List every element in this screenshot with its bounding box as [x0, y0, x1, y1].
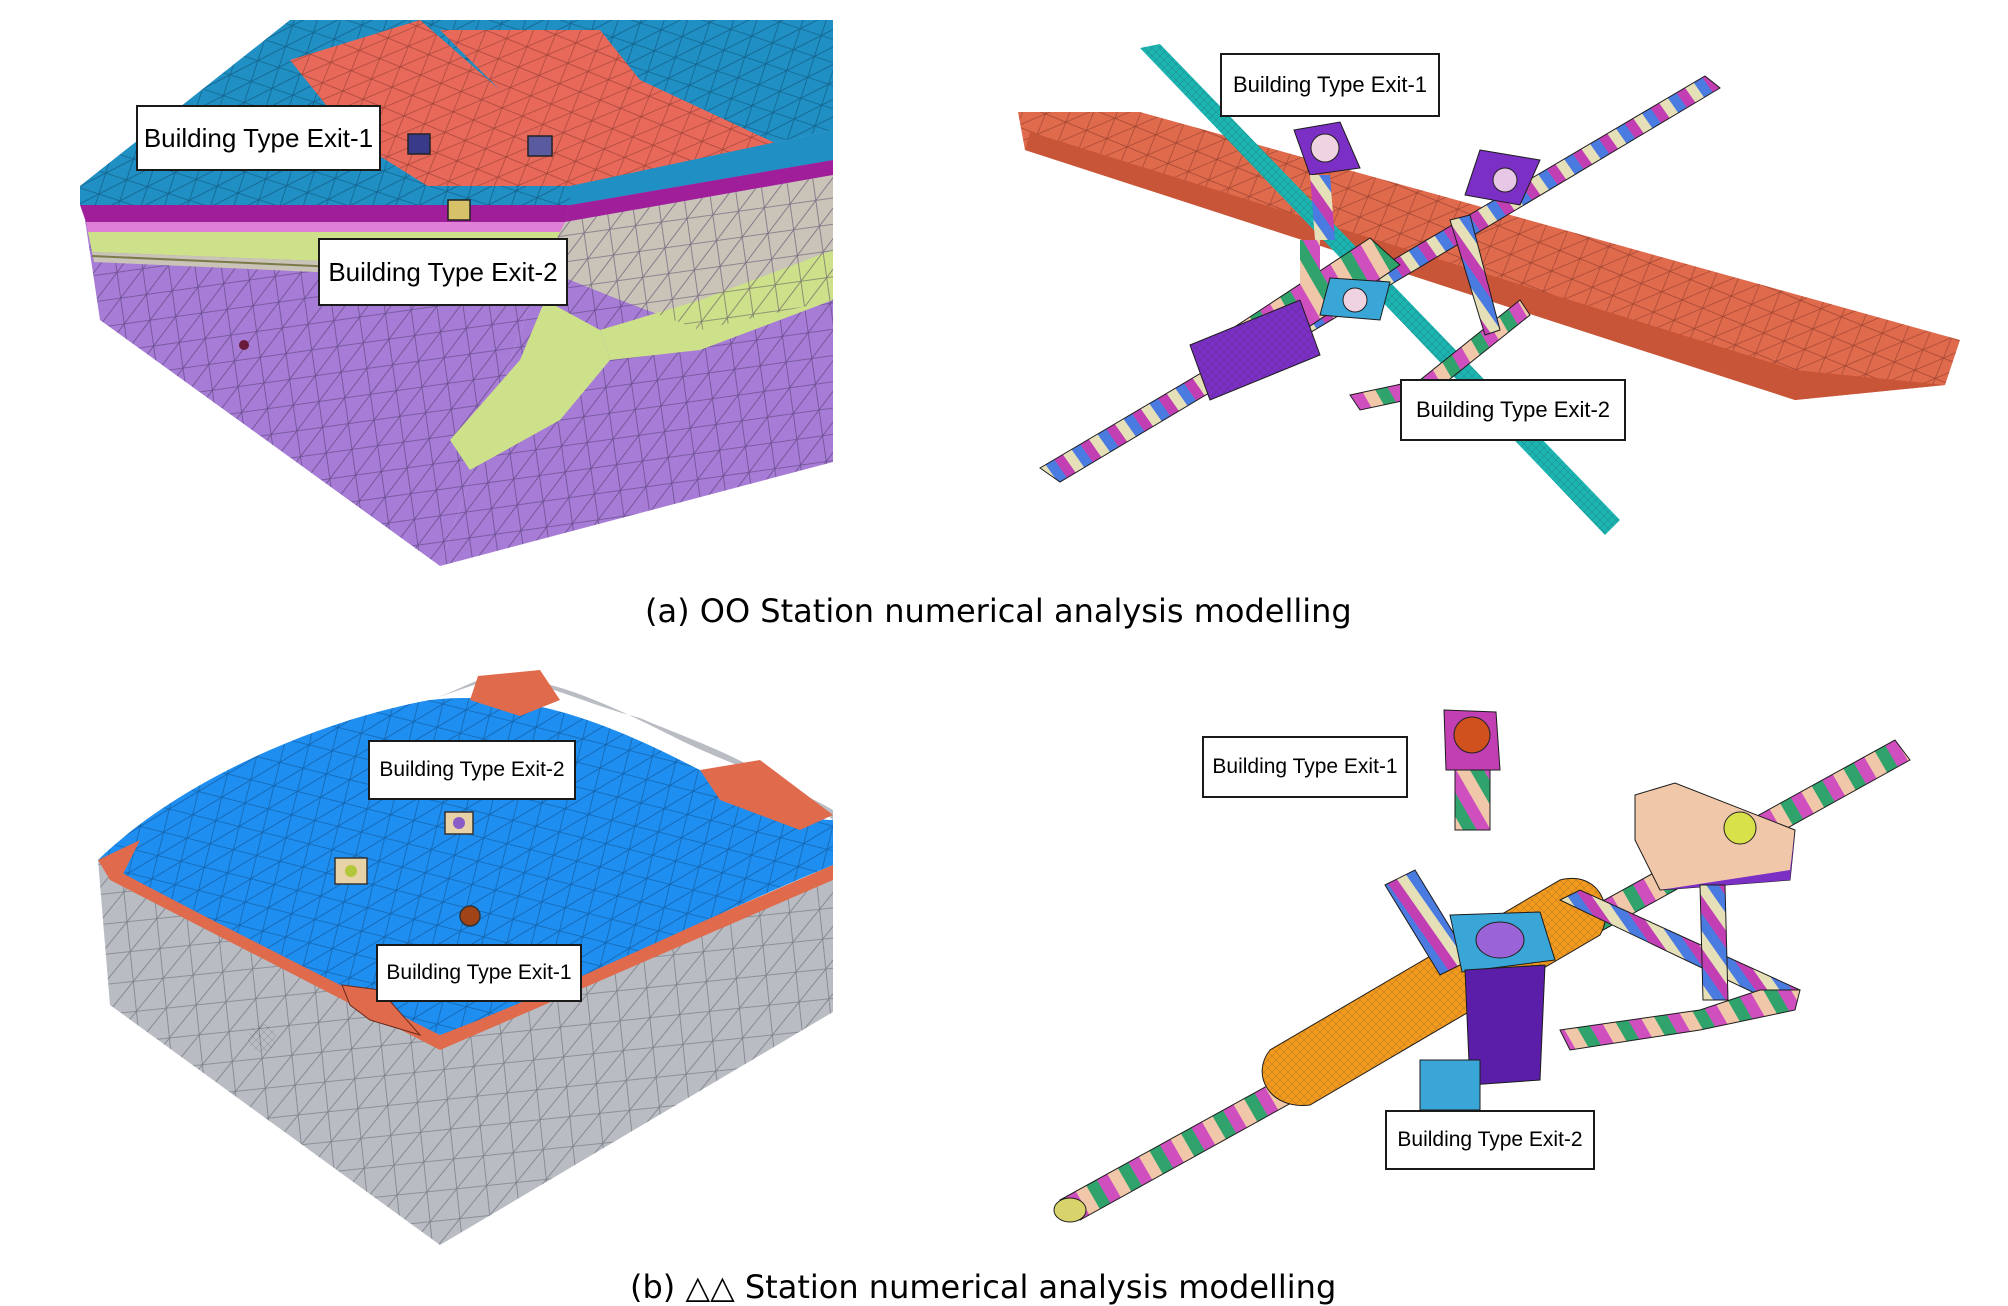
label-a-structure-exit2: Building Type Exit-2	[1400, 379, 1626, 441]
ground-model-a	[80, 20, 833, 566]
label-b-structure-exit2: Building Type Exit-2	[1385, 1110, 1595, 1170]
exit-marker-a1	[407, 133, 431, 155]
structure-model-b	[1053, 709, 1911, 1223]
exit-marker-a2	[527, 135, 553, 157]
label-a-ground-exit1: Building Type Exit-1	[136, 105, 381, 171]
exit-marker-b3	[459, 905, 481, 927]
structure-model-a	[1018, 44, 1960, 535]
caption-b: (b) △△ Station numerical analysis modell…	[630, 1268, 1337, 1306]
stratum-magenta	[80, 205, 570, 222]
caption-a: (a) OO Station numerical analysis modell…	[645, 592, 1352, 630]
label-b-structure-exit1: Building Type Exit-1	[1202, 736, 1408, 798]
label-a-structure-exit1: Building Type Exit-1	[1220, 53, 1440, 117]
exit-marker-a3	[447, 199, 471, 221]
label-b-ground-exit1: Building Type Exit-1	[376, 944, 582, 1002]
label-b-ground-exit2: Building Type Exit-2	[368, 740, 576, 800]
label-a-ground-exit2: Building Type Exit-2	[318, 238, 568, 306]
ground-model-b	[98, 670, 833, 1245]
ground-b-orange-shard	[341, 984, 422, 1036]
